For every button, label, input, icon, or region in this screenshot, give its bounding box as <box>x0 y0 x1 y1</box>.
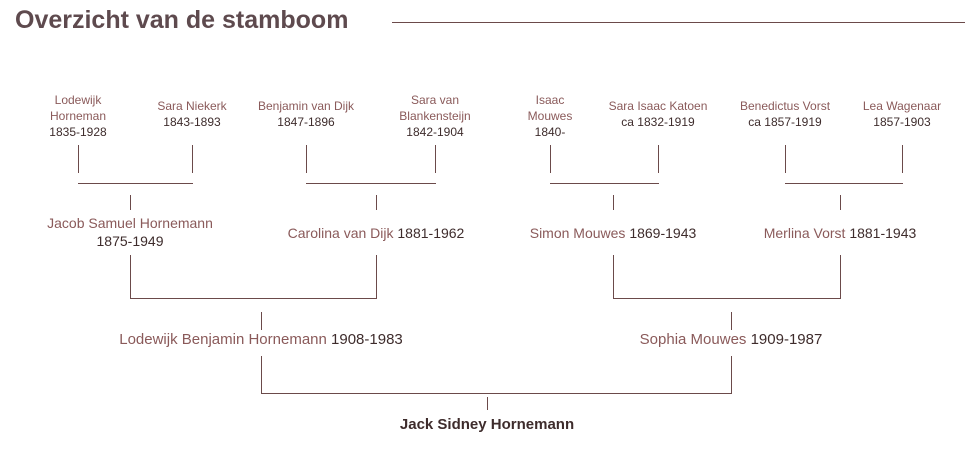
connector <box>731 356 732 393</box>
connector <box>785 145 786 173</box>
person-years: 1847-1896 <box>277 115 335 129</box>
person-name: Benjamin van Dijk <box>257 99 355 113</box>
person-name: Sophia Mouwes <box>639 331 747 348</box>
person-gen3[interactable]: Lodewijk Benjamin Hornemann 1908-1983 <box>119 331 403 348</box>
person-gen1[interactable]: Lodewijk Horneman 1835-1928 <box>48 92 108 140</box>
connector <box>261 393 732 394</box>
page-title: Overzicht van de stamboom <box>15 6 349 34</box>
person-name: Sara Isaac Katoen <box>608 99 708 113</box>
connector <box>192 145 193 173</box>
person-gen1[interactable]: Lea Wagenaar 1857-1903 <box>863 98 941 130</box>
connector <box>261 312 262 330</box>
person-years: 1842-1904 <box>406 125 464 139</box>
connector <box>130 255 131 298</box>
person-gen2[interactable]: Jacob Samuel Hornemann 1875-1949 <box>47 214 213 250</box>
person-name: Sara Niekerk <box>157 99 227 113</box>
person-name: Sara van Blankensteijn <box>399 93 471 123</box>
connector <box>550 183 659 184</box>
connector <box>613 195 614 210</box>
person-gen1[interactable]: Isaac Mouwes 1840- <box>525 92 575 140</box>
connector <box>306 183 436 184</box>
person-years: 1881-1962 <box>397 225 465 241</box>
connector <box>78 145 79 173</box>
person-gen2[interactable]: Simon Mouwes 1869-1943 <box>530 224 697 242</box>
connector <box>435 145 436 173</box>
connector <box>731 312 732 330</box>
connector <box>613 298 841 299</box>
connector <box>785 183 903 184</box>
connector <box>78 183 193 184</box>
person-years: ca 1832-1919 <box>621 115 695 129</box>
person-name: Isaac Mouwes <box>527 93 573 123</box>
connector <box>550 145 551 173</box>
person-gen1[interactable]: Sara Niekerk 1843-1893 <box>157 98 226 130</box>
person-years: 1835-1928 <box>49 125 107 139</box>
person-name: Lodewijk Horneman <box>49 93 107 123</box>
title-rule <box>392 22 965 23</box>
person-years: 1881-1943 <box>849 225 917 241</box>
person-name: Jacob Samuel Hornemann <box>47 215 213 231</box>
person-gen2[interactable]: Carolina van Dijk 1881-1962 <box>288 224 465 242</box>
person-gen2[interactable]: Merlina Vorst 1881-1943 <box>764 224 917 242</box>
connector <box>376 255 377 298</box>
connector <box>306 145 307 173</box>
person-name: Carolina van Dijk <box>287 225 394 241</box>
person-gen3[interactable]: Sophia Mouwes 1909-1987 <box>640 331 823 348</box>
connector <box>658 145 659 173</box>
person-years: 1857-1903 <box>873 115 931 129</box>
person-years: ca 1857-1919 <box>748 115 822 129</box>
person-name: Simon Mouwes <box>529 225 626 241</box>
person-years: 1875-1949 <box>96 233 164 249</box>
person-years: 1843-1893 <box>163 115 221 129</box>
person-name: Benedictus Vorst <box>739 99 831 113</box>
connector <box>487 397 488 410</box>
root-person[interactable]: Jack Sidney Hornemann <box>399 416 575 433</box>
person-gen1[interactable]: Benjamin van Dijk 1847-1896 <box>258 98 354 130</box>
connector <box>840 255 841 298</box>
connector <box>840 195 841 210</box>
connector <box>613 255 614 298</box>
person-years: 1908-1983 <box>331 331 403 348</box>
connector <box>130 298 377 299</box>
person-years: 1869-1943 <box>629 225 697 241</box>
connector <box>130 195 131 210</box>
connector <box>902 145 903 173</box>
person-gen1[interactable]: Benedictus Vorst ca 1857-1919 <box>740 98 830 130</box>
connector <box>376 195 377 210</box>
person-name: Merlina Vorst <box>763 225 846 241</box>
person-gen1[interactable]: Sara Isaac Katoen ca 1832-1919 <box>609 98 708 130</box>
person-years: 1909-1987 <box>750 331 823 348</box>
person-gen1[interactable]: Sara van Blankensteijn 1842-1904 <box>390 92 480 140</box>
connector <box>261 356 262 393</box>
person-name: Lea Wagenaar <box>862 99 942 113</box>
person-years: 1840- <box>534 125 566 139</box>
person-name: Lodewijk Benjamin Hornemann <box>119 331 327 348</box>
